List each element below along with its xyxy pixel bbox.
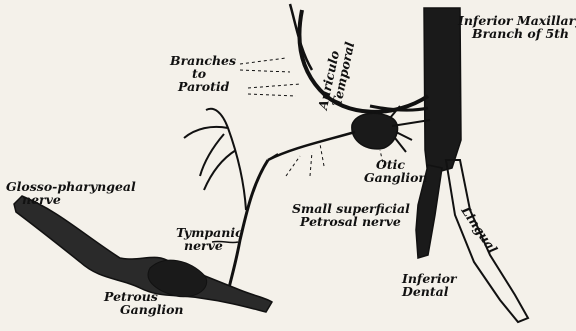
label-small-superficial-petrosal: Small superficial Petrosal nerve — [292, 202, 410, 228]
label-petrous-ganglion: Petrous Ganglion — [104, 290, 184, 316]
label-branches-line3: Parotid — [178, 80, 236, 93]
label-otic-ganglion: Otic Ganglion — [364, 158, 428, 184]
label-tympanic-line2: nerve — [184, 239, 243, 252]
label-inferior-dental-line2: Dental — [402, 285, 457, 298]
label-petrous-line2: Ganglion — [120, 303, 184, 316]
label-glosso-pharyngeal: Glosso-pharyngeal nerve — [6, 180, 136, 206]
label-branches-to-parotid: Branches to Parotid — [170, 54, 236, 93]
tympanic-upper-branches — [184, 109, 246, 210]
label-inferior-maxillary-line2: Branch of 5th — [472, 27, 576, 40]
otic-ganglion — [352, 113, 398, 149]
label-inferior-maxillary: Inferior Maxillary Branch of 5th — [458, 14, 576, 40]
label-glosso-line2: nerve — [22, 193, 136, 206]
label-inferior-dental: Inferior Dental — [402, 272, 457, 298]
inferior-maxillary-trunk — [424, 8, 461, 172]
label-tympanic-nerve: Tympanic nerve — [176, 226, 243, 252]
label-otic-line2: Ganglion — [364, 171, 428, 184]
label-petrosal-line2: Petrosal nerve — [300, 215, 410, 228]
